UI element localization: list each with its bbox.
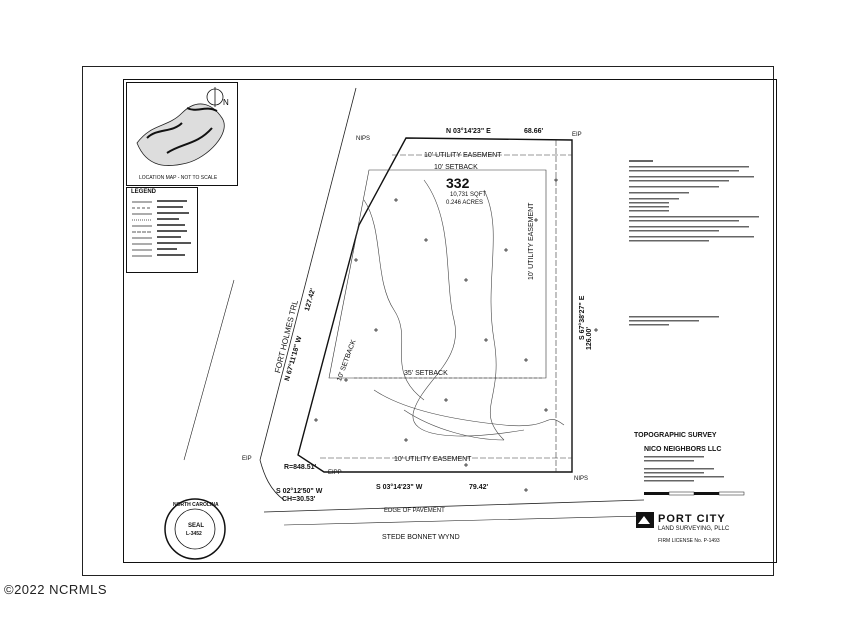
svg-text:N: N [223, 98, 229, 107]
nips-top: NIPS [356, 136, 371, 142]
lot-acres: 0.246 ACRES [446, 200, 484, 206]
bearing-south: S 03°14'23" W [376, 484, 423, 491]
curve-chord: CH=30.53' [282, 496, 316, 503]
easement-bottom: 10' UTILITY EASEMENT [394, 456, 472, 463]
notes-text-lines [629, 160, 759, 326]
dist-north: 68.66' [524, 128, 544, 135]
mls-watermark: ©2022 NCRMLS [4, 582, 108, 597]
vicinity-map-drawing: N [136, 87, 229, 166]
setback-mid: 35' SETBACK [404, 370, 448, 377]
legend-box: LEGEND [126, 187, 198, 273]
plat-drawing [183, 87, 745, 526]
nips-bottom: NIPS [574, 476, 589, 482]
seal-rings [164, 498, 226, 560]
dist-south: 79.42' [469, 484, 489, 491]
easement-top: 10' UTILITY EASEMENT [424, 152, 502, 159]
plat-border: N LOCATION MAP - NOT TO SCALE LEGEND [123, 79, 777, 563]
plat-sheet: N LOCATION MAP - NOT TO SCALE LEGEND [82, 66, 777, 576]
title-block: TOPOGRAPHIC SURVEY NICO NEIGHBORS LLC PO… [634, 432, 774, 557]
survey-type: TOPOGRAPHIC SURVEY [634, 432, 717, 439]
company-name: PORT CITY [658, 513, 726, 525]
firm-license: FIRM LICENSE No. P-1493 [658, 538, 720, 544]
curve-radius: R=848.51' [284, 464, 317, 471]
street-stede-bonnet: STEDE BONNET WYND [382, 534, 460, 541]
easement-right: 10' UTILITY EASEMENT [528, 202, 535, 280]
seal-number: L-3452 [186, 531, 202, 537]
eipp-label: EIPP [328, 470, 342, 476]
company-subtitle: LAND SURVEYING, PLLC [658, 526, 730, 532]
general-notes [629, 160, 769, 330]
surveyor-seal: NORTH CAROLINA SEAL L-3452 [163, 497, 227, 561]
setback-top: 10' SETBACK [434, 164, 478, 171]
seal-label: SEAL [188, 523, 205, 529]
prepared-for: NICO NEIGHBORS LLC [644, 446, 722, 453]
vicinity-map: N LOCATION MAP - NOT TO SCALE [126, 82, 238, 186]
vicinity-label: LOCATION MAP - NOT TO SCALE [139, 175, 218, 181]
seal-state: NORTH CAROLINA [173, 502, 219, 508]
legend-lines [132, 200, 191, 257]
dist-east: 126.00' [586, 326, 593, 350]
curve-bearing: S 02°12'50" W [276, 488, 323, 495]
eip-top-label: EIP [572, 132, 582, 138]
bearing-north: N 03°14'23" E [446, 128, 491, 135]
bearing-east: S 67°38'27" E [579, 295, 586, 340]
edge-of-pavement: EDGE OF PAVEMENT [384, 508, 445, 514]
lot-sqft: 10,731 SQFT [450, 192, 487, 198]
title-block-lines [636, 456, 724, 528]
legend-title: LEGEND [131, 189, 157, 195]
eip-label: EIP [242, 456, 252, 462]
lot-number: 332 [446, 175, 470, 191]
